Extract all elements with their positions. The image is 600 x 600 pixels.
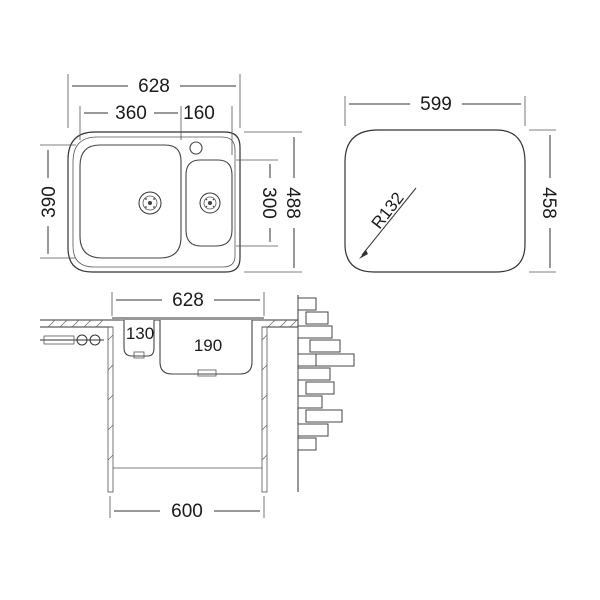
small-drain-icon — [199, 192, 221, 214]
large-bowl-depth-label: 390 — [39, 186, 60, 218]
dim-large-bowl-width: 360 — [79, 103, 182, 140]
small-bowl-height-label: 130 — [126, 324, 154, 343]
dim-section-width: 628 — [111, 290, 265, 316]
large-bowl-height-label: 190 — [194, 336, 222, 355]
wall-bricks — [297, 295, 355, 492]
dim-cutout-width: 599 — [344, 94, 526, 126]
cabinet — [107, 326, 268, 493]
dim-large-bowl-depth: 390 — [39, 144, 76, 259]
large-bowl-width-label: 360 — [115, 103, 147, 124]
dim-overall-width: 628 — [67, 74, 241, 128]
dim-cutout-depth: 458 — [529, 129, 559, 273]
faucet-hole — [189, 141, 203, 155]
top-view: 628 360 160 390 300 — [39, 74, 303, 273]
cutout-width-label: 599 — [420, 94, 452, 115]
cutout-outline — [344, 129, 526, 273]
cabinet-width-label: 600 — [171, 501, 203, 522]
dim-cabinet-width: 600 — [109, 496, 265, 522]
cutout-depth-label: 458 — [538, 187, 559, 219]
tap-fitting-icon — [40, 334, 104, 346]
small-bowl-width-label: 160 — [183, 103, 215, 124]
dim-small-bowl-width: 160 — [183, 103, 233, 155]
cutout-view: 599 458 R132 — [344, 94, 559, 273]
dim-overall-depth: 488 — [244, 131, 303, 273]
large-bowl — [79, 144, 182, 259]
section-width-label: 628 — [172, 290, 204, 311]
overall-width-label: 628 — [138, 76, 170, 97]
sink-section — [112, 317, 264, 377]
large-drain-icon — [138, 191, 162, 215]
overall-depth-label: 488 — [282, 187, 303, 219]
section-view: 628 130 190 600 — [40, 290, 355, 522]
dim-small-bowl-depth: 300 — [236, 159, 279, 247]
sink-rim-line — [72, 136, 236, 268]
small-bowl-depth-label: 300 — [258, 187, 279, 219]
